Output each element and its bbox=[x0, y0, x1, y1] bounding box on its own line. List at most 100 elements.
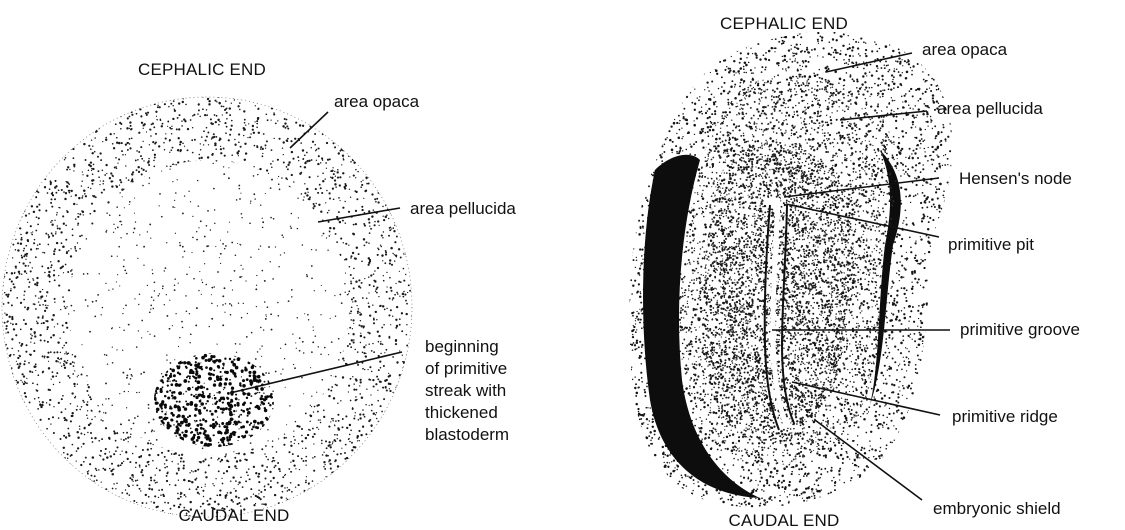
stipple-dot bbox=[295, 344, 297, 346]
stipple-dot bbox=[383, 398, 385, 400]
stipple-dot bbox=[216, 494, 218, 496]
stipple-dot bbox=[35, 159, 37, 161]
stipple-dot bbox=[315, 397, 317, 399]
stipple-dot bbox=[398, 474, 400, 476]
stipple-dot bbox=[258, 493, 259, 494]
stipple-dot bbox=[363, 448, 365, 450]
stipple-dot bbox=[113, 355, 114, 356]
stipple-dot bbox=[77, 500, 79, 502]
stipple-dot bbox=[393, 433, 395, 435]
stipple-dot bbox=[321, 311, 323, 313]
stipple-dot bbox=[203, 379, 205, 381]
stipple-dot bbox=[235, 441, 236, 442]
stipple-dot bbox=[307, 332, 309, 334]
stipple-dot bbox=[225, 96, 227, 98]
stipple-dot bbox=[403, 268, 405, 270]
stipple-dot bbox=[112, 370, 114, 372]
stipple-dot bbox=[82, 364, 84, 366]
stipple-dot bbox=[233, 247, 235, 249]
stipple-dot bbox=[304, 307, 306, 309]
stipple-dot bbox=[0, 374, 1, 375]
stipple-dot bbox=[211, 217, 213, 219]
stipple-dot bbox=[196, 488, 198, 490]
stipple-dot bbox=[36, 485, 38, 487]
stipple-dot bbox=[15, 414, 17, 416]
stipple-dot bbox=[339, 221, 341, 223]
stipple-dot bbox=[179, 184, 181, 186]
stipple-dot bbox=[286, 125, 288, 127]
stipple-dot bbox=[32, 278, 33, 279]
stipple-dot bbox=[54, 180, 56, 182]
stipple-dot bbox=[223, 394, 224, 395]
stipple-dot bbox=[72, 354, 73, 355]
stipple-dot bbox=[391, 454, 393, 456]
stipple-dot bbox=[304, 154, 306, 156]
stipple-dot bbox=[229, 107, 231, 109]
stipple-dot bbox=[317, 163, 319, 165]
stipple-dot bbox=[270, 275, 272, 277]
stipple-dot bbox=[86, 265, 87, 266]
stipple-dot bbox=[82, 326, 84, 328]
stipple-dot bbox=[38, 298, 39, 299]
stipple-dot bbox=[236, 233, 238, 235]
stipple-dot bbox=[70, 136, 72, 138]
stipple-dot bbox=[11, 140, 13, 142]
stipple-dot bbox=[121, 150, 123, 152]
stipple-dot bbox=[26, 253, 28, 255]
stipple-dot bbox=[161, 452, 163, 454]
stipple-dot bbox=[182, 167, 183, 168]
stipple-dot bbox=[161, 426, 163, 428]
stipple-dot bbox=[307, 367, 309, 369]
stipple-dot bbox=[54, 298, 56, 300]
stipple-dot bbox=[331, 177, 333, 179]
stipple-dot bbox=[131, 128, 133, 130]
stipple-dot bbox=[89, 305, 91, 307]
stipple-dot bbox=[248, 468, 250, 470]
stipple-dot bbox=[100, 374, 102, 376]
stipple-dot bbox=[89, 499, 91, 501]
stipple-dot bbox=[358, 430, 360, 432]
stipple-dot bbox=[75, 194, 77, 196]
stipple-dot bbox=[90, 132, 91, 133]
stipple-dot bbox=[303, 296, 304, 297]
stipple-dot bbox=[98, 379, 100, 381]
stipple-dot bbox=[129, 229, 131, 231]
stipple-dot bbox=[352, 126, 354, 128]
stipple-dot bbox=[413, 346, 414, 347]
stipple-dot bbox=[257, 298, 259, 300]
stipple-dot bbox=[385, 158, 387, 160]
stipple-dot bbox=[354, 415, 355, 416]
stipple-dot bbox=[19, 487, 21, 489]
stipple-dot bbox=[166, 172, 168, 174]
stipple-dot bbox=[272, 200, 274, 202]
stipple-dot bbox=[214, 501, 216, 503]
stipple-dot bbox=[234, 457, 236, 459]
stipple-dot bbox=[80, 433, 82, 435]
stipple-dot bbox=[359, 393, 361, 395]
stipple-dot bbox=[309, 415, 311, 417]
stipple-dot bbox=[270, 480, 272, 482]
stipple-dot bbox=[102, 495, 104, 497]
stipple-dot bbox=[33, 510, 35, 512]
stipple-dot bbox=[346, 305, 348, 307]
stipple-dot bbox=[231, 344, 233, 346]
stipple-dot bbox=[212, 441, 214, 443]
stipple-dot bbox=[219, 102, 221, 104]
stipple-dot bbox=[373, 285, 375, 287]
stipple-dot bbox=[362, 414, 364, 416]
stipple-dot bbox=[405, 202, 407, 204]
stipple-dot bbox=[58, 361, 59, 362]
stipple-dot bbox=[176, 360, 178, 362]
stipple-dot bbox=[253, 98, 255, 100]
stipple-dot bbox=[0, 303, 1, 305]
stipple-dot bbox=[150, 442, 152, 444]
stipple-dot bbox=[172, 94, 174, 96]
stipple-dot bbox=[238, 235, 240, 237]
stipple-dot bbox=[122, 375, 124, 377]
stipple-dot bbox=[281, 325, 283, 327]
stipple-dot bbox=[273, 426, 275, 428]
stipple-dot bbox=[139, 464, 141, 466]
stipple-dot bbox=[376, 145, 377, 146]
stipple-dot bbox=[211, 310, 213, 312]
stipple-dot bbox=[141, 204, 143, 206]
